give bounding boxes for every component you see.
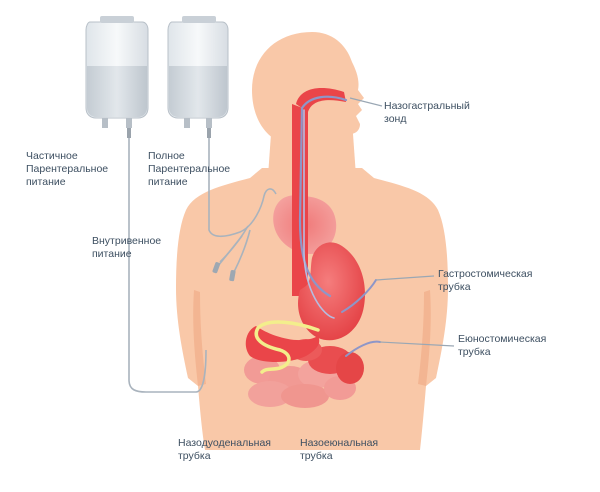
gastrostomy-tube	[341, 279, 377, 313]
label-line: Парентеральное	[26, 163, 109, 175]
label-line: зонд	[384, 113, 407, 125]
iv-bag-partial	[85, 16, 149, 138]
label-line: Назоеюнальная	[300, 437, 379, 449]
label-total-parenteral: Полное Парентеральное питание	[148, 150, 230, 189]
label-line: Парентеральное	[148, 163, 231, 175]
left-arm-shadow	[193, 290, 206, 386]
nasogastric-tube	[298, 95, 348, 298]
tubes	[254, 95, 381, 374]
label-line: трубка	[438, 281, 471, 293]
leader-lines	[349, 97, 455, 347]
label-line: трубка	[178, 450, 211, 462]
label-line: питание	[148, 176, 188, 188]
right-arm-shadow	[418, 290, 431, 386]
label-line: Внутривенное	[92, 235, 162, 247]
label-line: Полное	[148, 150, 185, 162]
label-line: Частичное	[26, 150, 78, 162]
pharynx	[296, 88, 346, 112]
label-line: Назогастральный	[384, 100, 470, 112]
label-line: трубка	[300, 450, 333, 462]
label-nasojejunal: Назоеюнальная трубка	[300, 437, 378, 463]
label-nasogastric: Назогастральный зонд	[384, 100, 470, 126]
duodenum	[245, 326, 320, 362]
jejunostomy-tube	[345, 340, 381, 357]
label-intravenous: Внутривенное питание	[92, 235, 161, 261]
iv-line-total	[208, 138, 277, 238]
label-jejunostomy: Еюностомическая трубка	[458, 333, 546, 359]
catheter-branch-2	[233, 229, 251, 273]
label-line: Назодуоденальная	[178, 437, 271, 449]
label-partial-parenteral: Частичное Парентеральное питание	[26, 150, 108, 189]
leader-nasogastric	[349, 97, 383, 107]
label-line: Еюностомическая	[458, 333, 547, 345]
label-gastrostomy: Гастростомическая трубка	[438, 268, 532, 294]
leader-gastrostomy	[375, 275, 435, 281]
label-line: питание	[26, 176, 66, 188]
catheter-branch-3	[217, 235, 243, 267]
leader-jejunostomy	[379, 341, 455, 347]
label-line: Гастростомическая	[438, 268, 533, 280]
label-line: питание	[92, 248, 132, 260]
stomach	[298, 242, 366, 341]
iv-line-partial	[128, 138, 207, 393]
label-line: трубка	[458, 346, 491, 358]
nasoduodenal-tube	[254, 320, 320, 374]
catheter-ends	[212, 262, 236, 282]
nasojejunal-tube	[303, 109, 335, 319]
iv-bag-total	[167, 16, 229, 138]
iv-lines	[128, 138, 277, 393]
label-nasoduodenal: Назодуоденальная трубка	[178, 437, 271, 463]
